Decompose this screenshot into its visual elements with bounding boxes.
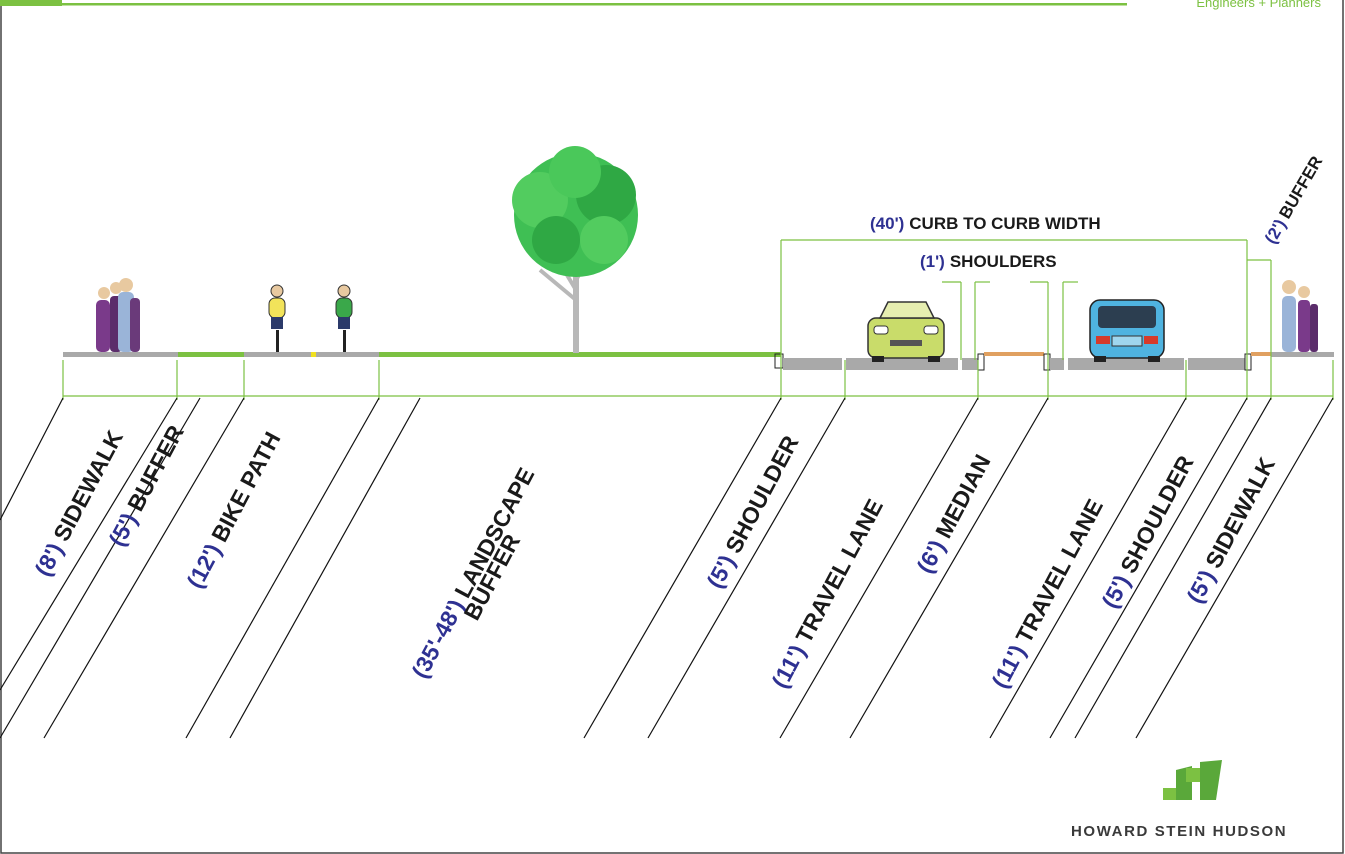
pedestrians-icon bbox=[96, 278, 140, 352]
leader-lines bbox=[0, 397, 1334, 739]
shoulders-label: (1')SHOULDERS bbox=[920, 252, 1057, 271]
segment-name: SIDEWALK bbox=[1200, 453, 1280, 573]
segment-width-value: (11') bbox=[986, 640, 1030, 692]
segment-name: BUFFER bbox=[122, 420, 189, 515]
company-name: HOWARD STEIN HUDSON bbox=[1071, 823, 1288, 840]
segment-width-value: (5') bbox=[103, 508, 142, 550]
segment-label-8: (11')TRAVEL LANE bbox=[986, 495, 1108, 693]
car-icon bbox=[867, 301, 945, 362]
segment-label-4: (35'-48')LANDSCAPE bbox=[406, 463, 539, 682]
header-accent-line bbox=[62, 3, 1127, 6]
segment-labels: (8')SIDEWALK(5')BUFFER(12')BIKE PATH(35'… bbox=[29, 420, 1280, 692]
segment-width-value: (8') bbox=[29, 538, 68, 580]
segment-label-3: (12')BIKE PATH bbox=[181, 427, 285, 592]
segment-label-7: (6')MEDIAN bbox=[911, 450, 995, 577]
segment-name: SHOULDER bbox=[1115, 451, 1199, 578]
segment-name: TRAVEL LANE bbox=[790, 495, 888, 647]
tree-icon bbox=[512, 146, 638, 353]
segment-width-value: (12') bbox=[181, 539, 226, 592]
top-dimension-lines bbox=[780, 239, 1272, 360]
cyclist-icon bbox=[268, 284, 353, 352]
pedestrians-right-icon bbox=[1282, 280, 1318, 352]
segment-width-value: (5') bbox=[1096, 570, 1135, 612]
buffer-right-label: (2')BUFFER bbox=[1261, 153, 1326, 247]
segment-label-10: (5')SIDEWALK bbox=[1181, 453, 1280, 608]
segment-width-value: (11') bbox=[766, 640, 810, 692]
segment-label-5: (5')SHOULDER bbox=[701, 431, 803, 592]
segment-label-9: (5')SHOULDER bbox=[1096, 451, 1198, 612]
bottom-dimension-lines bbox=[62, 360, 1334, 400]
curb-to-curb-label: (40')CURB TO CURB WIDTH bbox=[870, 214, 1101, 233]
header-tagline: Engineers + Planners bbox=[1196, 0, 1321, 10]
segment-label-6: (11')TRAVEL LANE bbox=[766, 495, 888, 693]
header-accent-block bbox=[0, 0, 62, 6]
segment-name: TRAVEL LANE bbox=[1010, 495, 1108, 647]
segment-width-value: (5') bbox=[701, 550, 740, 592]
segment-width-value: (5') bbox=[1181, 565, 1220, 607]
segment-width-value: (6') bbox=[911, 535, 950, 577]
logo-icon bbox=[1163, 760, 1222, 800]
segment-name: BIKE PATH bbox=[206, 427, 286, 546]
segment-name: SHOULDER bbox=[720, 431, 804, 558]
suv-icon bbox=[1089, 299, 1165, 362]
